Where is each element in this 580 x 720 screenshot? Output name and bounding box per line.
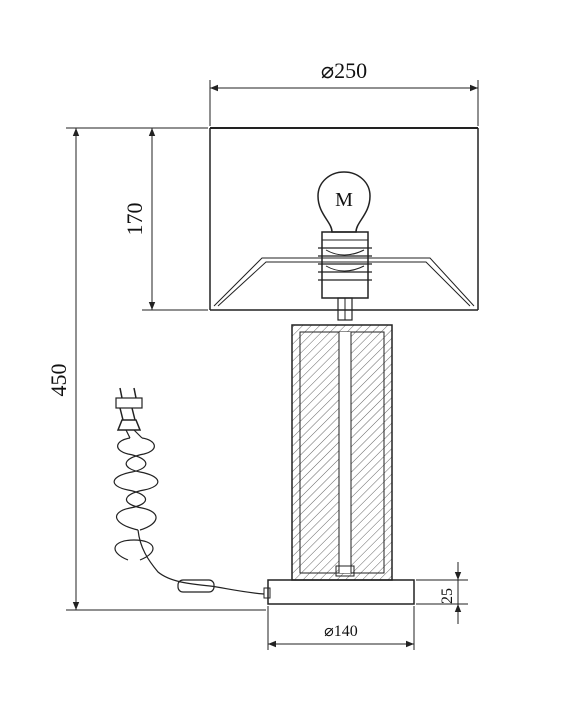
dimension-base-diameter: ⌀140 <box>267 606 415 650</box>
shade-height-label: 170 <box>122 203 147 236</box>
light-bulb: M <box>317 171 371 233</box>
shade-diameter-label: ⌀250 <box>321 58 367 83</box>
dimension-total-height: 450 <box>46 127 266 611</box>
lamp-shade <box>209 127 479 311</box>
base-diameter-label: ⌀140 <box>324 623 358 640</box>
lamp-base <box>263 579 415 605</box>
dimension-shade-diameter: ⌀250 <box>209 58 479 126</box>
bulb-socket <box>318 231 372 321</box>
power-plug <box>115 387 143 431</box>
dimension-base-height: 25 <box>416 562 468 624</box>
power-cord <box>113 387 265 595</box>
base-height-label: 25 <box>439 588 456 604</box>
total-height-label: 450 <box>46 364 71 397</box>
lamp-body <box>291 324 393 581</box>
bulb-filament-mark: M <box>335 189 353 211</box>
dimension-shade-height: 170 <box>122 127 208 311</box>
cord-switch <box>177 579 215 593</box>
